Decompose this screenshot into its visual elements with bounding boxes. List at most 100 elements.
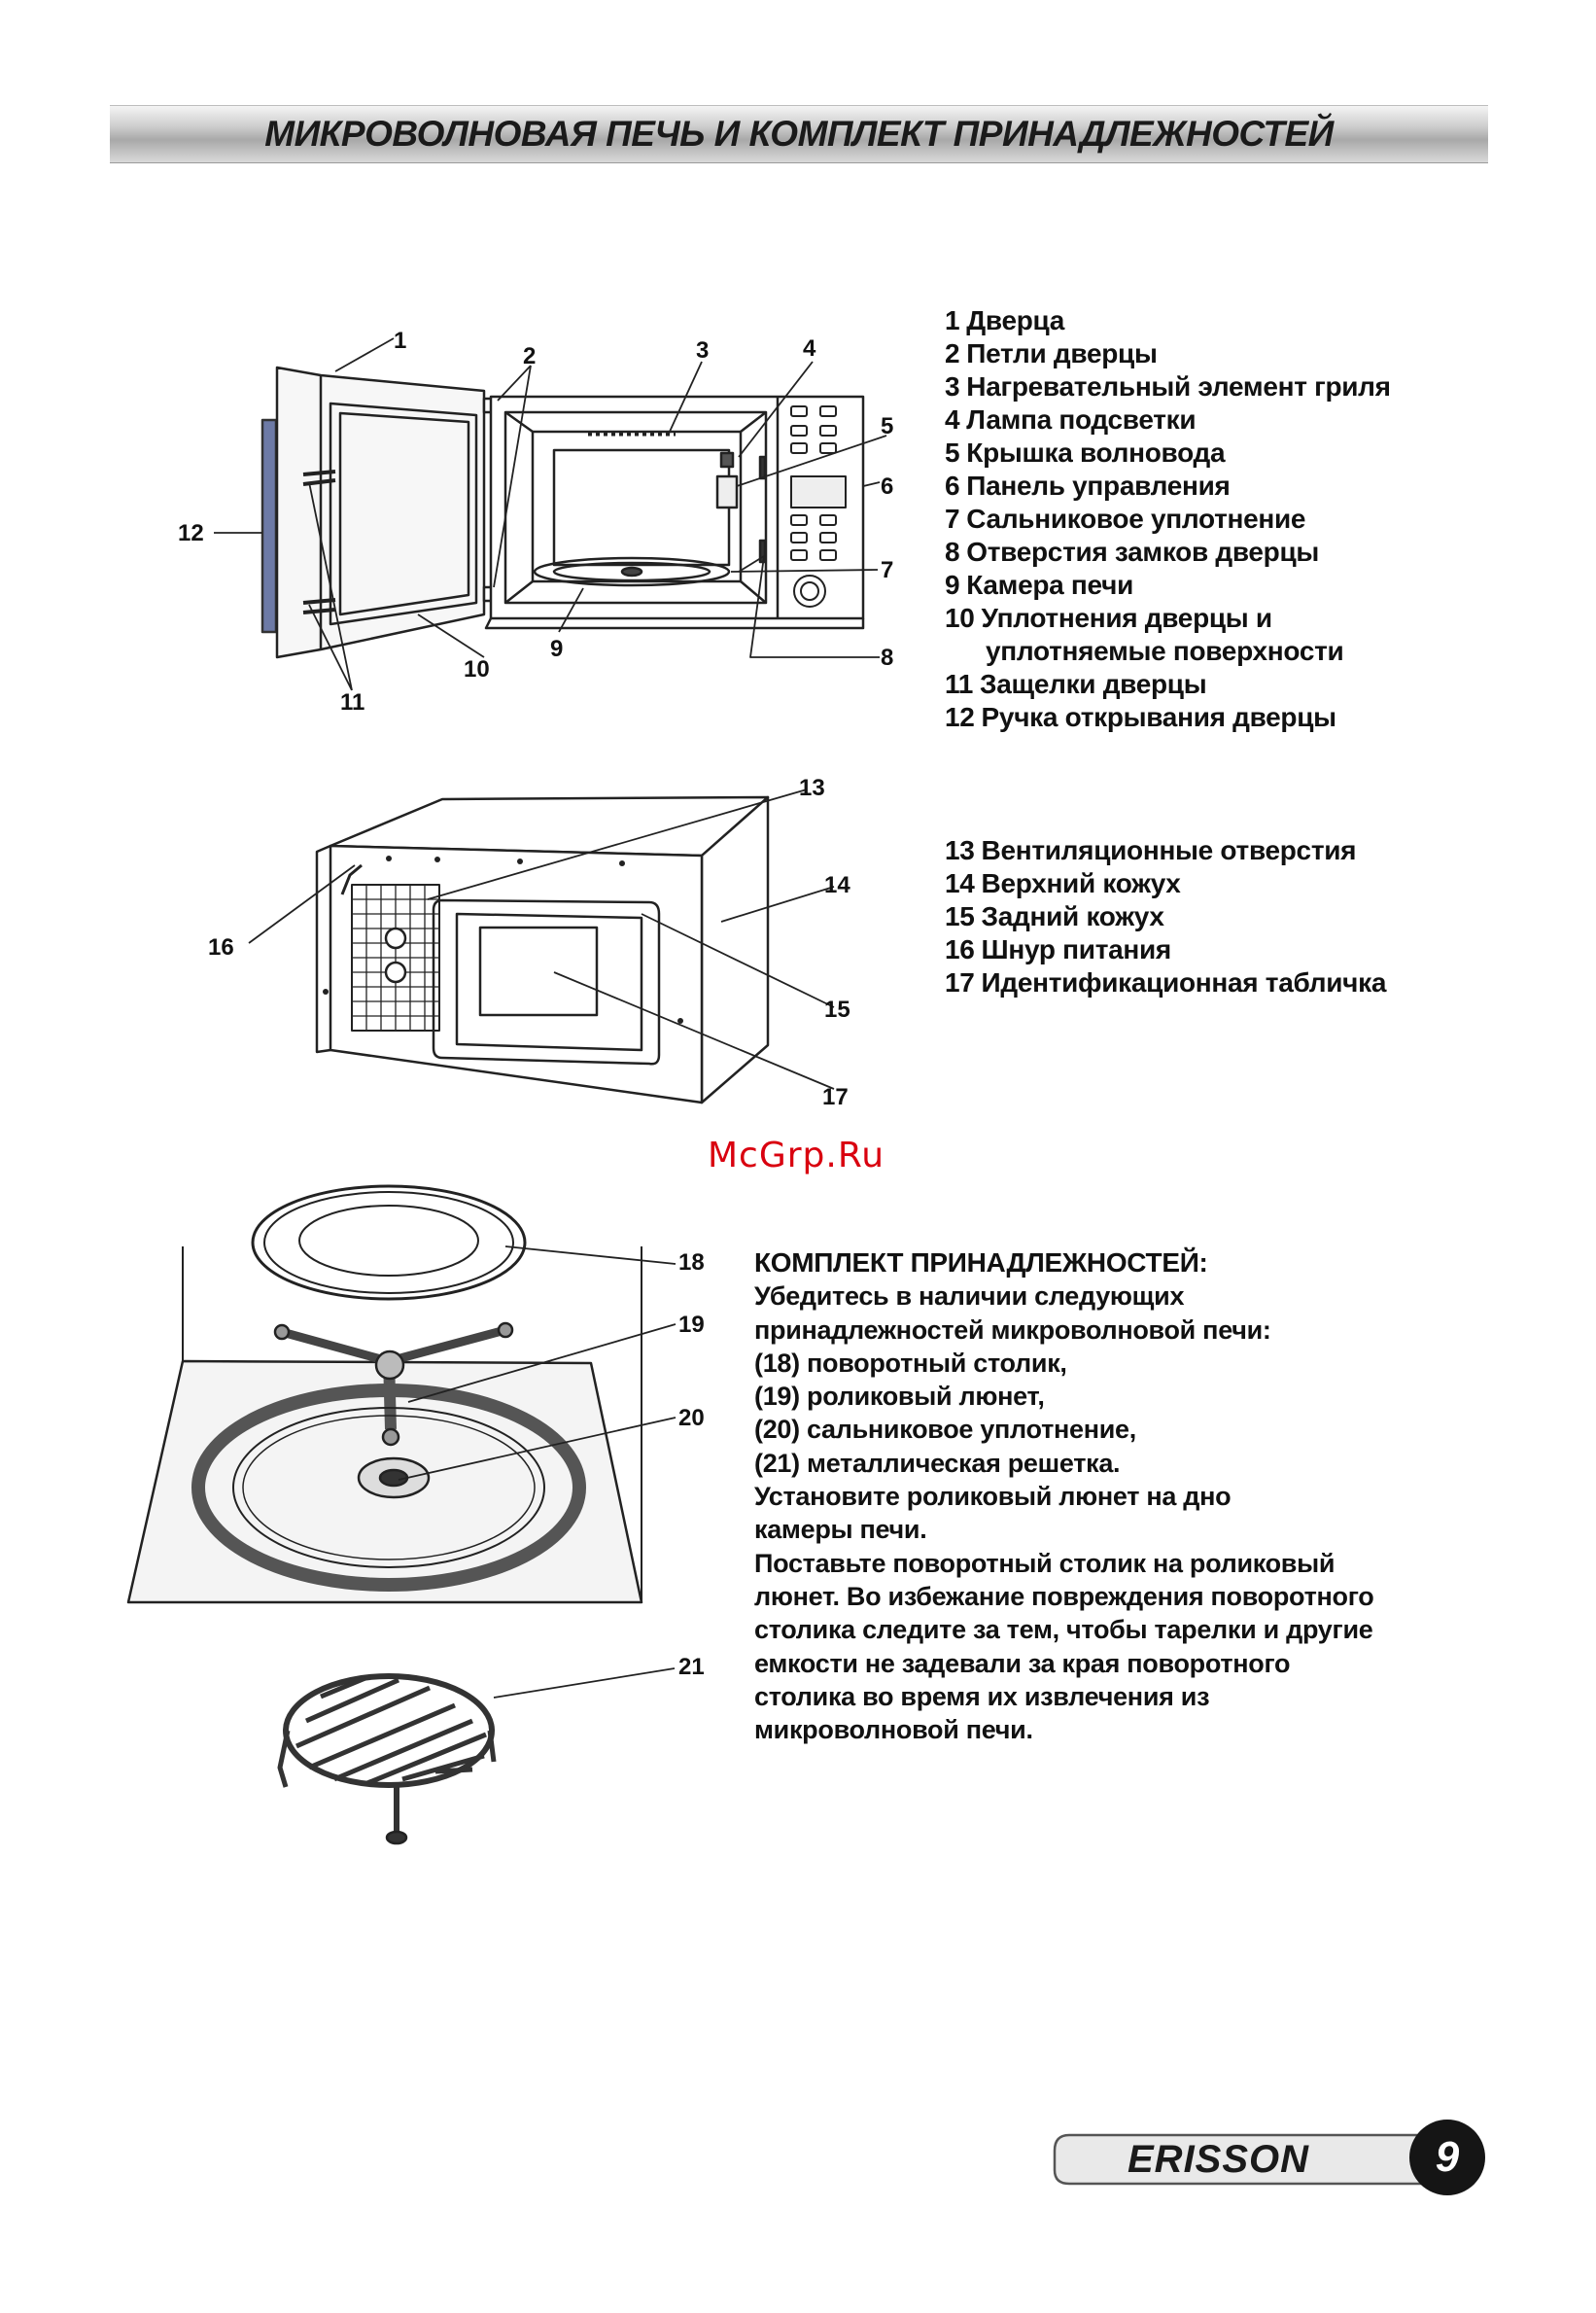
legend-number: 6 [945,471,960,501]
label-12: 12 [178,520,204,546]
legend-label: Панель управления [966,471,1231,501]
accessories-diagram: 18 19 20 21 [126,1184,705,1845]
legend-number: 11 [945,669,973,699]
legend-label: Идентификационная табличка [981,967,1387,998]
label-13: 13 [799,775,825,801]
accessories-line: (19) роликовый люнет, [754,1382,1045,1412]
legend-label: Лампа подсветки [966,404,1197,435]
legend-label: Верхний кожух [981,868,1181,898]
page-number: 9 [1409,2120,1485,2195]
legend-label: Камера печи [966,570,1133,600]
legend-number: 3 [945,371,960,402]
label-14: 14 [824,872,850,898]
door-handle-shape [260,418,278,634]
label-7: 7 [881,557,893,583]
label-17: 17 [822,1084,849,1110]
accessories-line: Поставьте поворотный столик на роликовый [754,1548,1336,1578]
watermark: McGrp.Ru [708,1136,885,1175]
accessories-text: КОМПЛЕКТ ПРИНАДЛЕЖНОСТЕЙ: Убедитесь в на… [754,1246,1454,1746]
brand-logo: ERISSON [1128,2138,1310,2181]
legend-label: Сальниковое уплотнение [966,504,1306,534]
legend-number: 13 [945,835,975,865]
legend-number: 17 [945,967,975,998]
legend-number: 16 [945,934,975,964]
label-6: 6 [881,473,893,500]
label-21: 21 [678,1654,705,1680]
legend-number: 7 [945,504,960,534]
legend-number: 8 [945,537,960,567]
legend-number: 4 [945,404,960,435]
label-11: 11 [340,689,364,716]
title-banner: МИКРОВОЛНОВАЯ ПЕЧЬ И КОМПЛЕКТ ПРИНАДЛЕЖН… [110,105,1488,163]
legend-label: Ручка открывания дверцы [981,702,1337,732]
page-title: МИКРОВОЛНОВАЯ ПЕЧЬ И КОМПЛЕКТ ПРИНАДЛЕЖН… [264,114,1334,154]
label-8: 8 [881,645,893,671]
accessories-line: люнет. Во избежание повреждения поворотн… [754,1581,1374,1611]
legend-number: 5 [945,438,960,468]
accessories-line: (18) поворотный столик, [754,1348,1067,1378]
legend-label: Защелки дверцы [980,669,1207,699]
accessories-line: емкости не задевали за края поворотного [754,1648,1291,1678]
legend-label-continued: уплотняемые поверхности [986,636,1344,666]
label-5: 5 [881,413,893,439]
legend-number: 2 [945,338,960,368]
label-19: 19 [678,1312,705,1338]
accessories-line: (21) металлическая решетка. [754,1448,1121,1478]
label-18: 18 [678,1249,705,1276]
label-15: 15 [824,997,850,1023]
label-9: 9 [550,636,563,662]
legend-label: Уплотнения дверцы и [981,603,1273,633]
legend-number: 1 [945,305,960,335]
accessories-line: столика следите за тем, чтобы тарелки и … [754,1615,1373,1645]
legend-label: Нагревательный элемент гриля [966,371,1391,402]
accessories-line: Установите роликовый люнет на дно [754,1482,1232,1512]
label-10: 10 [464,656,490,683]
legend-label: Задний кожух [981,901,1164,931]
label-2: 2 [523,343,536,369]
legend-number: 15 [945,901,975,931]
legend-number: 12 [945,702,975,732]
legend-label: Шнур питания [981,934,1172,964]
label-16: 16 [208,934,234,961]
microwave-rear-diagram: 13 14 15 17 16 [208,775,850,1110]
legend-label: Крышка волновода [966,438,1226,468]
label-3: 3 [696,337,709,364]
legend-label: Дверца [966,305,1065,335]
legend-number: 10 [945,603,975,633]
label-4: 4 [803,335,816,362]
accessories-heading: КОМПЛЕКТ ПРИНАДЛЕЖНОСТЕЙ: [754,1247,1208,1278]
accessories-line: микроволновой печи. [754,1715,1033,1745]
legend-label: Вентиляционные отверстия [981,835,1357,865]
accessories-line: (20) сальниковое уплотнение, [754,1415,1136,1445]
legend-number: 14 [945,868,975,898]
label-20: 20 [678,1405,705,1431]
accessories-line: принадлежностей микроволновой печи: [754,1314,1271,1345]
label-1: 1 [394,328,406,354]
legend-label: Отверстия замков дверцы [966,537,1320,567]
accessories-line: камеры печи. [754,1515,927,1545]
legend-label: Петли дверцы [966,338,1158,368]
legend-number: 9 [945,570,960,600]
accessories-line: столика во время их извлечения из [754,1681,1210,1711]
accessories-line: Убедитесь в наличии следующих [754,1281,1185,1312]
microwave-front-diagram: 1 2 3 4 5 6 7 8 9 10 11 12 [178,328,893,716]
